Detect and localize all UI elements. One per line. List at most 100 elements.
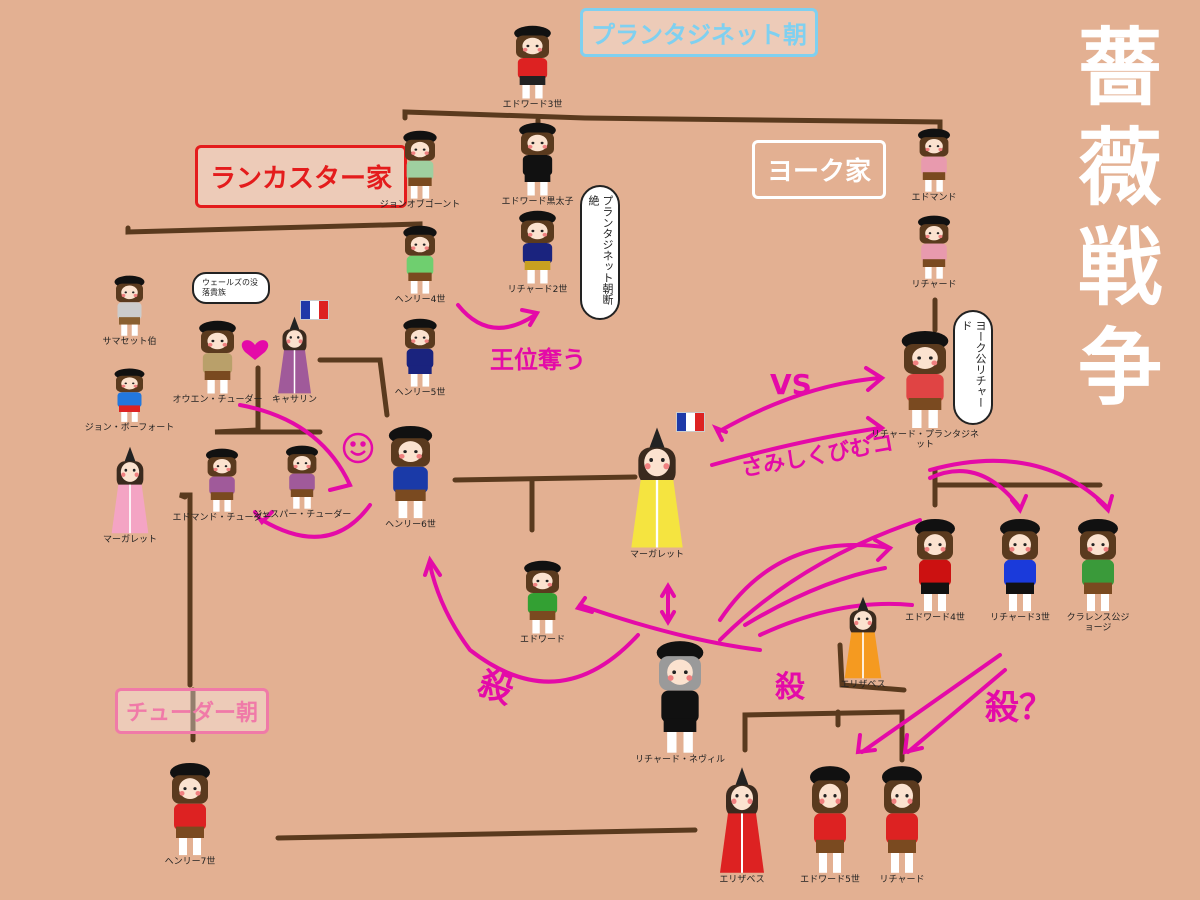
annotation-kill-3: 殺？ — [985, 680, 1053, 729]
label: エドワード4世 — [905, 613, 965, 623]
label: リチャード・プランタジネット — [870, 430, 980, 450]
person-icon — [905, 518, 965, 613]
line-owen-catherine — [320, 360, 387, 415]
annotation-kill-2: 殺 — [775, 662, 805, 706]
figure-henry6: ヘンリー6世 — [378, 425, 443, 520]
person-icon — [890, 330, 960, 430]
figure-jasper-tudor: ジャスパー・チューダー — [278, 445, 326, 510]
line-gaunt-children — [128, 224, 420, 232]
person-icon — [395, 225, 445, 295]
house-plantagenet: プランタジネット朝 — [580, 8, 818, 57]
label: リチャード — [912, 280, 957, 290]
figure-edward4: エドワード4世 — [905, 518, 965, 613]
label: リチャード・ネヴィル — [635, 755, 725, 765]
figure-edmund-tudor: エドマンド・チューダー — [198, 448, 246, 513]
person-icon — [872, 765, 932, 875]
person-icon — [515, 560, 570, 635]
annotation-abdicate: 王位奪う — [490, 340, 586, 375]
label: リチャード2世 — [508, 285, 568, 295]
label: ヘンリー4世 — [395, 295, 446, 305]
figure-john-of-gaunt: ジョンオブゴーント — [395, 130, 445, 200]
figure-edward3: エドワード3世 — [505, 25, 560, 100]
person-icon — [107, 275, 152, 337]
label: エドワード5世 — [800, 875, 860, 885]
bubble-extinction: プランタジネット朝断絶 — [580, 185, 620, 320]
person-icon — [510, 122, 565, 197]
label: エドワード — [520, 635, 565, 645]
label: ジョン・ボーフォート — [85, 423, 174, 433]
bubble-welsh: ウェールズの没落貴族 — [192, 272, 270, 304]
person-icon — [107, 368, 152, 423]
label: クラレンス公ジョージ — [1063, 613, 1133, 633]
arrow-edward4-head — [875, 540, 890, 560]
person-icon — [395, 318, 445, 388]
label: エドワード黒太子 — [501, 197, 573, 207]
figure-elizabeth-woodville: エリザベス — [838, 595, 888, 680]
line-edward3-children — [405, 112, 940, 132]
person-icon — [272, 315, 317, 395]
label: ヘンリー7世 — [165, 857, 216, 867]
figure-margaret-anjou: マーガレット — [622, 425, 692, 550]
figure-henry4: ヘンリー4世 — [395, 225, 445, 295]
label: キャサリン — [272, 395, 317, 405]
heart-icon — [242, 340, 268, 360]
figure-george-clarence: クラレンス公ジョージ — [1068, 518, 1128, 613]
person-icon — [198, 448, 246, 513]
person-icon — [1068, 518, 1128, 613]
label: リチャード3世 — [990, 613, 1050, 623]
person-icon — [910, 215, 958, 280]
person-icon — [990, 518, 1050, 613]
person-icon — [378, 425, 443, 520]
label: マーガレット — [103, 535, 157, 545]
label: エドワード3世 — [503, 100, 563, 110]
house-tudor: チューダー朝 — [115, 688, 269, 734]
house-lancaster: ランカスター家 — [195, 145, 407, 208]
label: オウエン・チューダー — [172, 395, 262, 405]
figure-edward-prince: エドワード — [515, 560, 570, 635]
figure-richard2: リチャード2世 — [510, 210, 565, 285]
figure-warwick: リチャード・ネヴィル — [645, 640, 715, 755]
person-icon — [278, 445, 326, 510]
smiley-icon — [344, 434, 372, 462]
label: エリザベス — [719, 875, 764, 885]
house-york: ヨーク家 — [752, 140, 886, 199]
figure-margaret-beaufort: マーガレット — [105, 445, 155, 535]
figure-henry5: ヘンリー5世 — [395, 318, 445, 388]
person-icon — [190, 320, 245, 395]
label: リチャード — [880, 875, 925, 885]
figure-richard-shrewsbury: リチャード — [872, 765, 932, 875]
person-icon — [838, 595, 888, 680]
figure-richard-york: リチャード — [910, 215, 958, 280]
figure-edward5: エドワード5世 — [800, 765, 860, 875]
person-icon — [712, 765, 772, 875]
line-henry6-margaret — [455, 477, 635, 480]
person-icon — [910, 128, 958, 193]
figure-owen-tudor: オウエン・チューダー — [190, 320, 245, 395]
line-edmund-margaret — [180, 495, 190, 685]
page-title: 薔薇戦争 — [1065, 18, 1175, 418]
figure-elizabeth-york: エリザベス — [712, 765, 772, 875]
line-henry7-elizabeth — [278, 830, 695, 838]
figure-black-prince: エドワード黒太子 — [510, 122, 565, 197]
arrow-york-children — [930, 471, 1020, 508]
person-icon — [800, 765, 860, 875]
line-elizabeth-children — [745, 712, 902, 760]
arrow-richard-warwick2 — [760, 604, 912, 635]
label: エリザベス — [840, 680, 885, 690]
label: エドマンド — [911, 193, 956, 203]
figure-richard3: リチャード3世 — [990, 518, 1050, 613]
person-icon — [505, 25, 560, 100]
person-icon — [622, 425, 692, 550]
person-icon — [395, 130, 445, 200]
label: ヘンリー5世 — [395, 388, 446, 398]
label: マーガレット — [630, 550, 684, 560]
figure-catherine: キャサリン — [272, 315, 317, 395]
figure-somerset: サマセット伯 — [107, 275, 152, 337]
label: ヘンリー6世 — [385, 520, 436, 530]
label: ジャスパー・チューダー — [253, 510, 352, 520]
person-icon — [105, 445, 155, 535]
arrow-vs-left — [716, 428, 726, 440]
figure-henry7: ヘンリー7世 — [160, 762, 220, 857]
figure-edmund-york: エドマンド — [910, 128, 958, 193]
annotation-vs: VS — [770, 368, 812, 401]
